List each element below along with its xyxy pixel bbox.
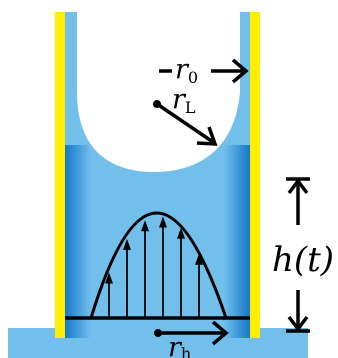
r0-label: r0 <box>175 54 198 87</box>
velocity-arrow-head <box>141 220 149 232</box>
meniscus-air <box>77 12 240 172</box>
velocity-arrow-head <box>195 253 203 265</box>
velocity-arrow-head <box>123 238 131 250</box>
rL-label: rL <box>172 84 196 117</box>
right-tube-wall <box>250 12 260 338</box>
rh-label: rh <box>168 332 191 358</box>
parabolic-profile-curve <box>89 211 228 319</box>
r0-radius-arrow <box>159 58 249 84</box>
velocity-arrow-head <box>177 227 185 239</box>
rh-radius-arrow <box>154 320 229 346</box>
height-label: h(t) <box>272 240 334 280</box>
velocity-profile <box>89 211 228 319</box>
left-wall-shade <box>65 145 91 338</box>
velocity-arrow-head <box>105 272 113 284</box>
rL-radius-arrow <box>153 100 218 146</box>
height-indicator <box>286 177 310 333</box>
velocity-arrow-head <box>159 216 167 228</box>
right-wall-shade <box>224 145 250 338</box>
left-tube-wall <box>55 12 65 338</box>
